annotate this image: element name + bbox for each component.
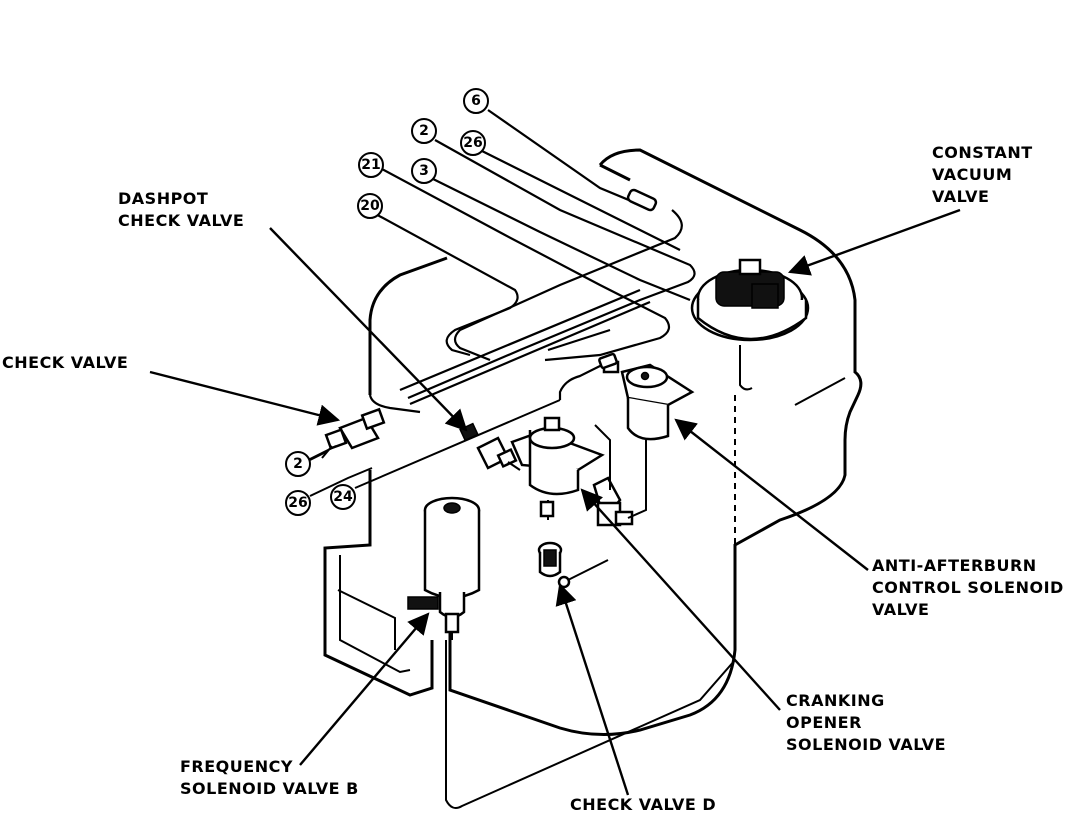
hose-number-3: 3 <box>411 158 437 184</box>
hose-number-26-bottom: 26 <box>285 490 311 516</box>
hose-number-2-bottom: 2 <box>285 451 311 477</box>
constant-vacuum-valve-shape <box>690 258 810 545</box>
frequency-solenoid-valve-b-shape <box>407 496 736 809</box>
label-constant-vacuum-valve: CONSTANT VACUUM VALVE <box>932 142 1033 208</box>
hose-number-2-top: 2 <box>411 118 437 144</box>
hose-leader-lines <box>307 399 561 497</box>
label-line: CONSTANT <box>932 143 1033 162</box>
label-line: OPENER <box>786 713 862 732</box>
hose-number-20: 20 <box>357 193 383 219</box>
label-line: SOLENOID VALVE B <box>180 779 359 798</box>
label-line: FREQUENCY <box>180 757 293 776</box>
label-check-valve-d: CHECK VALVE D <box>570 795 717 814</box>
hose-bundle <box>368 109 696 414</box>
anti-afterburn-solenoid-shape <box>602 360 695 470</box>
label-anti-afterburn-valve: ANTI-AFTERBURN CONTROL SOLENOID VALVE <box>872 555 1064 621</box>
housing-outline <box>323 148 863 736</box>
hose-number-26-top: 26 <box>460 130 486 156</box>
label-check-valve: CHECK VALVE <box>2 353 129 372</box>
label-line: VALVE <box>872 600 930 619</box>
label-line: CHECK VALVE <box>118 211 245 230</box>
leader-arrows <box>149 208 961 796</box>
label-cranking-opener-valve: CRANKING OPENER SOLENOID VALVE <box>786 690 946 756</box>
hose-number-21: 21 <box>358 152 384 178</box>
label-line: ANTI-AFTERBURN <box>872 556 1037 575</box>
cranking-opener-solenoid-shape <box>510 416 647 527</box>
label-line: VALVE <box>932 187 990 206</box>
inline-connectors <box>598 188 658 370</box>
label-line: CONTROL SOLENOID <box>872 578 1064 597</box>
label-line: DASHPOT <box>118 189 209 208</box>
label-line: CRANKING <box>786 691 885 710</box>
label-dashpot-check-valve: DASHPOT CHECK VALVE <box>118 188 244 232</box>
hose-number-24: 24 <box>330 484 356 510</box>
check-valve-d-shape <box>537 541 609 589</box>
check-valve-shape <box>309 407 386 461</box>
label-line: SOLENOID VALVE <box>786 735 947 754</box>
label-line: VACUUM <box>932 165 1013 184</box>
hose-number-6: 6 <box>463 88 489 114</box>
label-frequency-solenoid-valve-b: FREQUENCY SOLENOID VALVE B <box>180 756 359 800</box>
